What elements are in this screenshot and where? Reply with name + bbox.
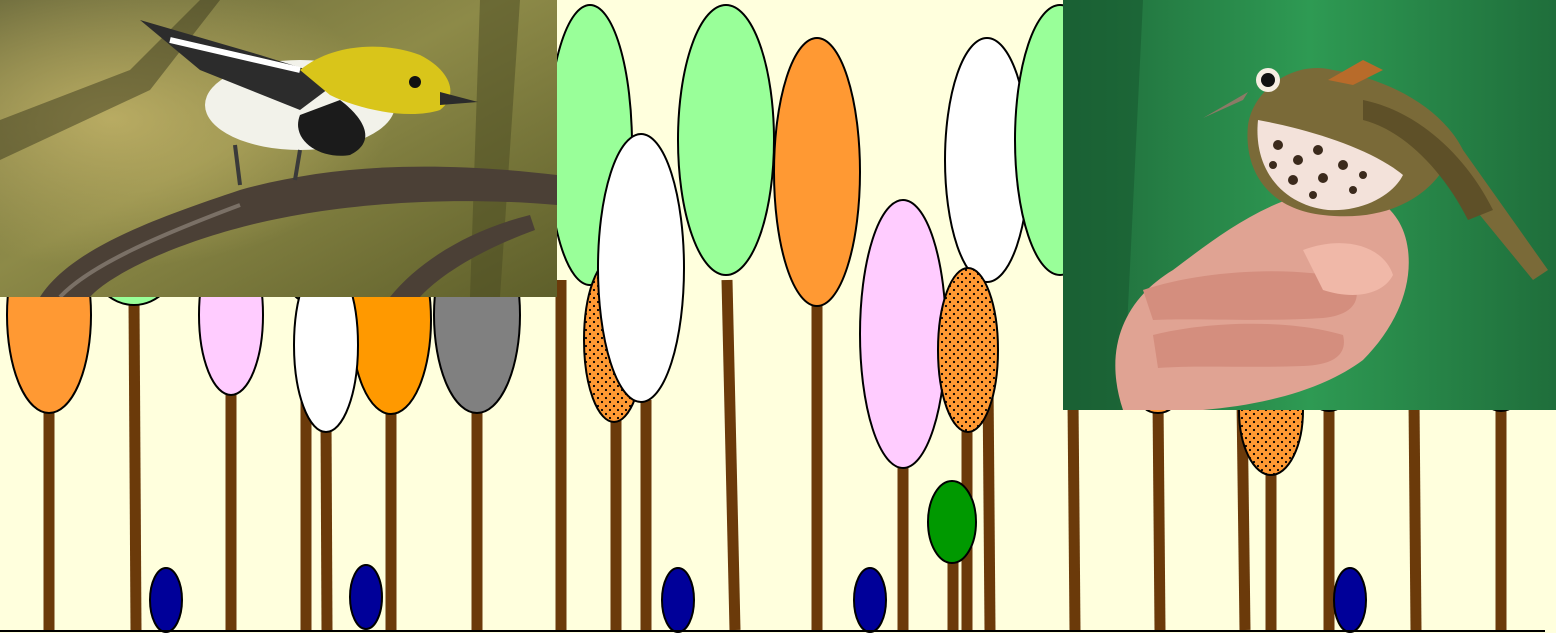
trunk <box>1414 400 1416 630</box>
shrub-navy <box>662 568 694 632</box>
warbler-photo <box>0 0 557 297</box>
crown-pink <box>860 200 946 468</box>
trunk <box>134 300 136 630</box>
trunk <box>727 280 735 630</box>
crown-light-green <box>678 5 774 275</box>
shrub-navy <box>1334 568 1366 632</box>
shrub-navy <box>150 568 182 632</box>
shrub-navy <box>350 565 382 629</box>
crown-white <box>598 134 684 402</box>
trunk <box>1073 400 1075 630</box>
crown-green <box>928 481 976 563</box>
trunk <box>988 380 990 630</box>
ovenbird-bird-photo-icon <box>1063 0 1556 410</box>
crown-dotted-orange <box>938 268 998 432</box>
crown-orange <box>774 38 860 306</box>
shrub-navy <box>854 568 886 632</box>
ovenbird-photo <box>1063 0 1556 410</box>
warbler-bird-photo-icon <box>0 0 557 297</box>
trunk <box>326 420 327 630</box>
trunk <box>1158 400 1160 630</box>
